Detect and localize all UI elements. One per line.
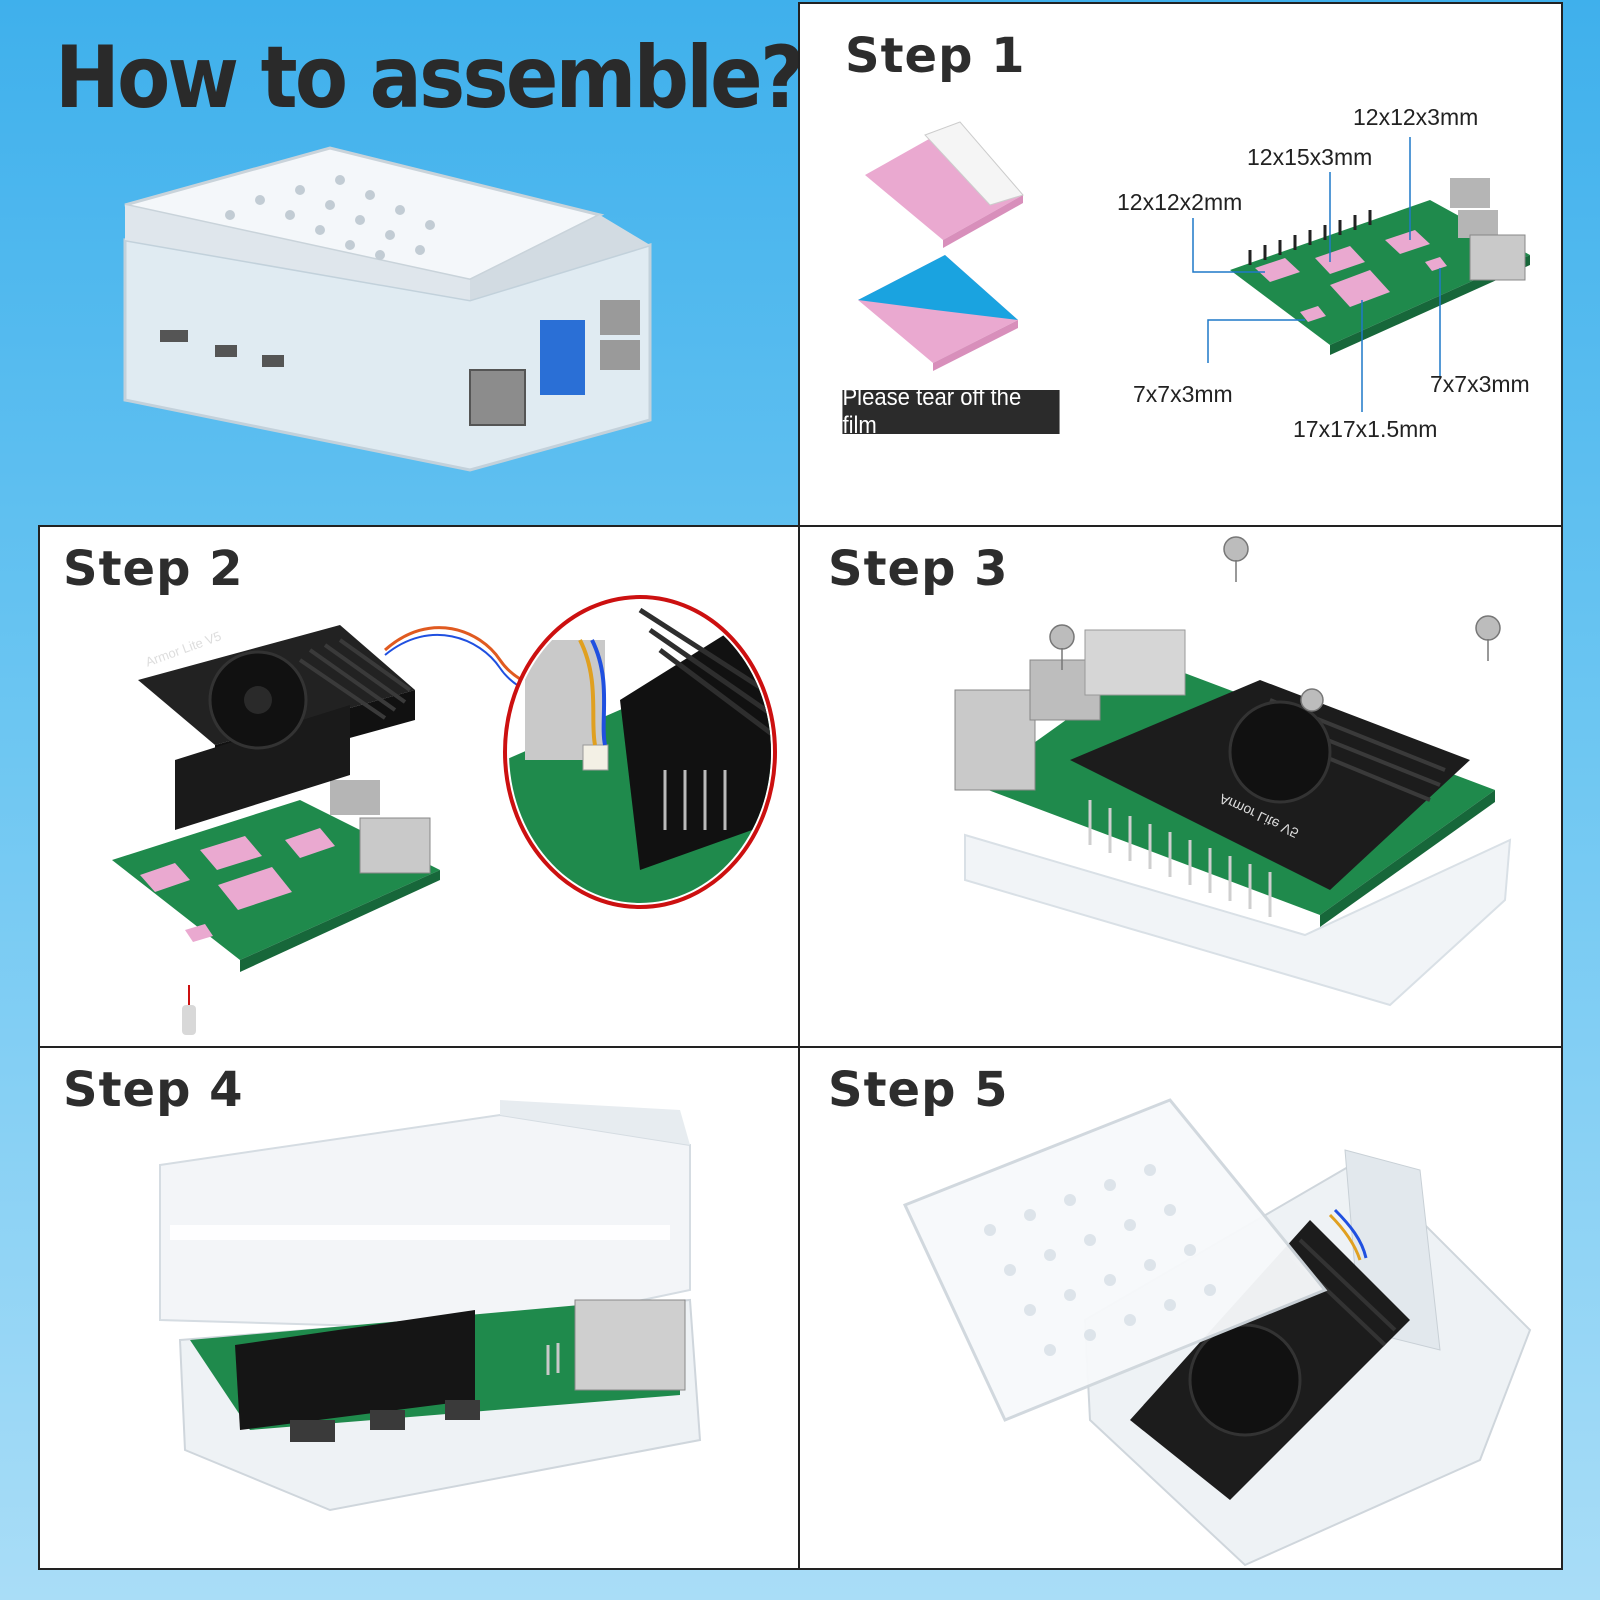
pad-dimension-label: 7x7x3mm [1430,371,1530,397]
step2-panel [38,525,800,1048]
step2-title: Step 2 [63,541,244,597]
step5-panel [798,1046,1563,1570]
film-instruction-badge: Please tear off the film [842,384,1060,439]
pad-dimension-label: 12x12x3mm [1353,104,1479,130]
pad-dimension-label: 12x12x2mm [1117,189,1243,215]
panel-border [38,525,40,1570]
panel-border [38,1046,1563,1048]
pad-dimension-label: 12x15x3mm [1247,144,1373,170]
step4-title: Step 4 [63,1062,244,1118]
panel-border [38,525,1563,527]
panel-border [1561,2,1563,1570]
step3-panel [798,525,1563,1048]
panel-border [798,2,1563,4]
panel-border [38,1568,1563,1570]
step3-title: Step 3 [828,541,1009,597]
step5-title: Step 5 [828,1062,1009,1118]
pad-dimension-label: 17x17x1.5mm [1293,416,1438,442]
panel-border [798,2,800,1570]
pad-dimension-label: 7x7x3mm [1133,381,1233,407]
page-title: How to assemble? [55,28,805,128]
step1-title: Step 1 [845,28,1026,84]
step4-panel [38,1046,800,1570]
